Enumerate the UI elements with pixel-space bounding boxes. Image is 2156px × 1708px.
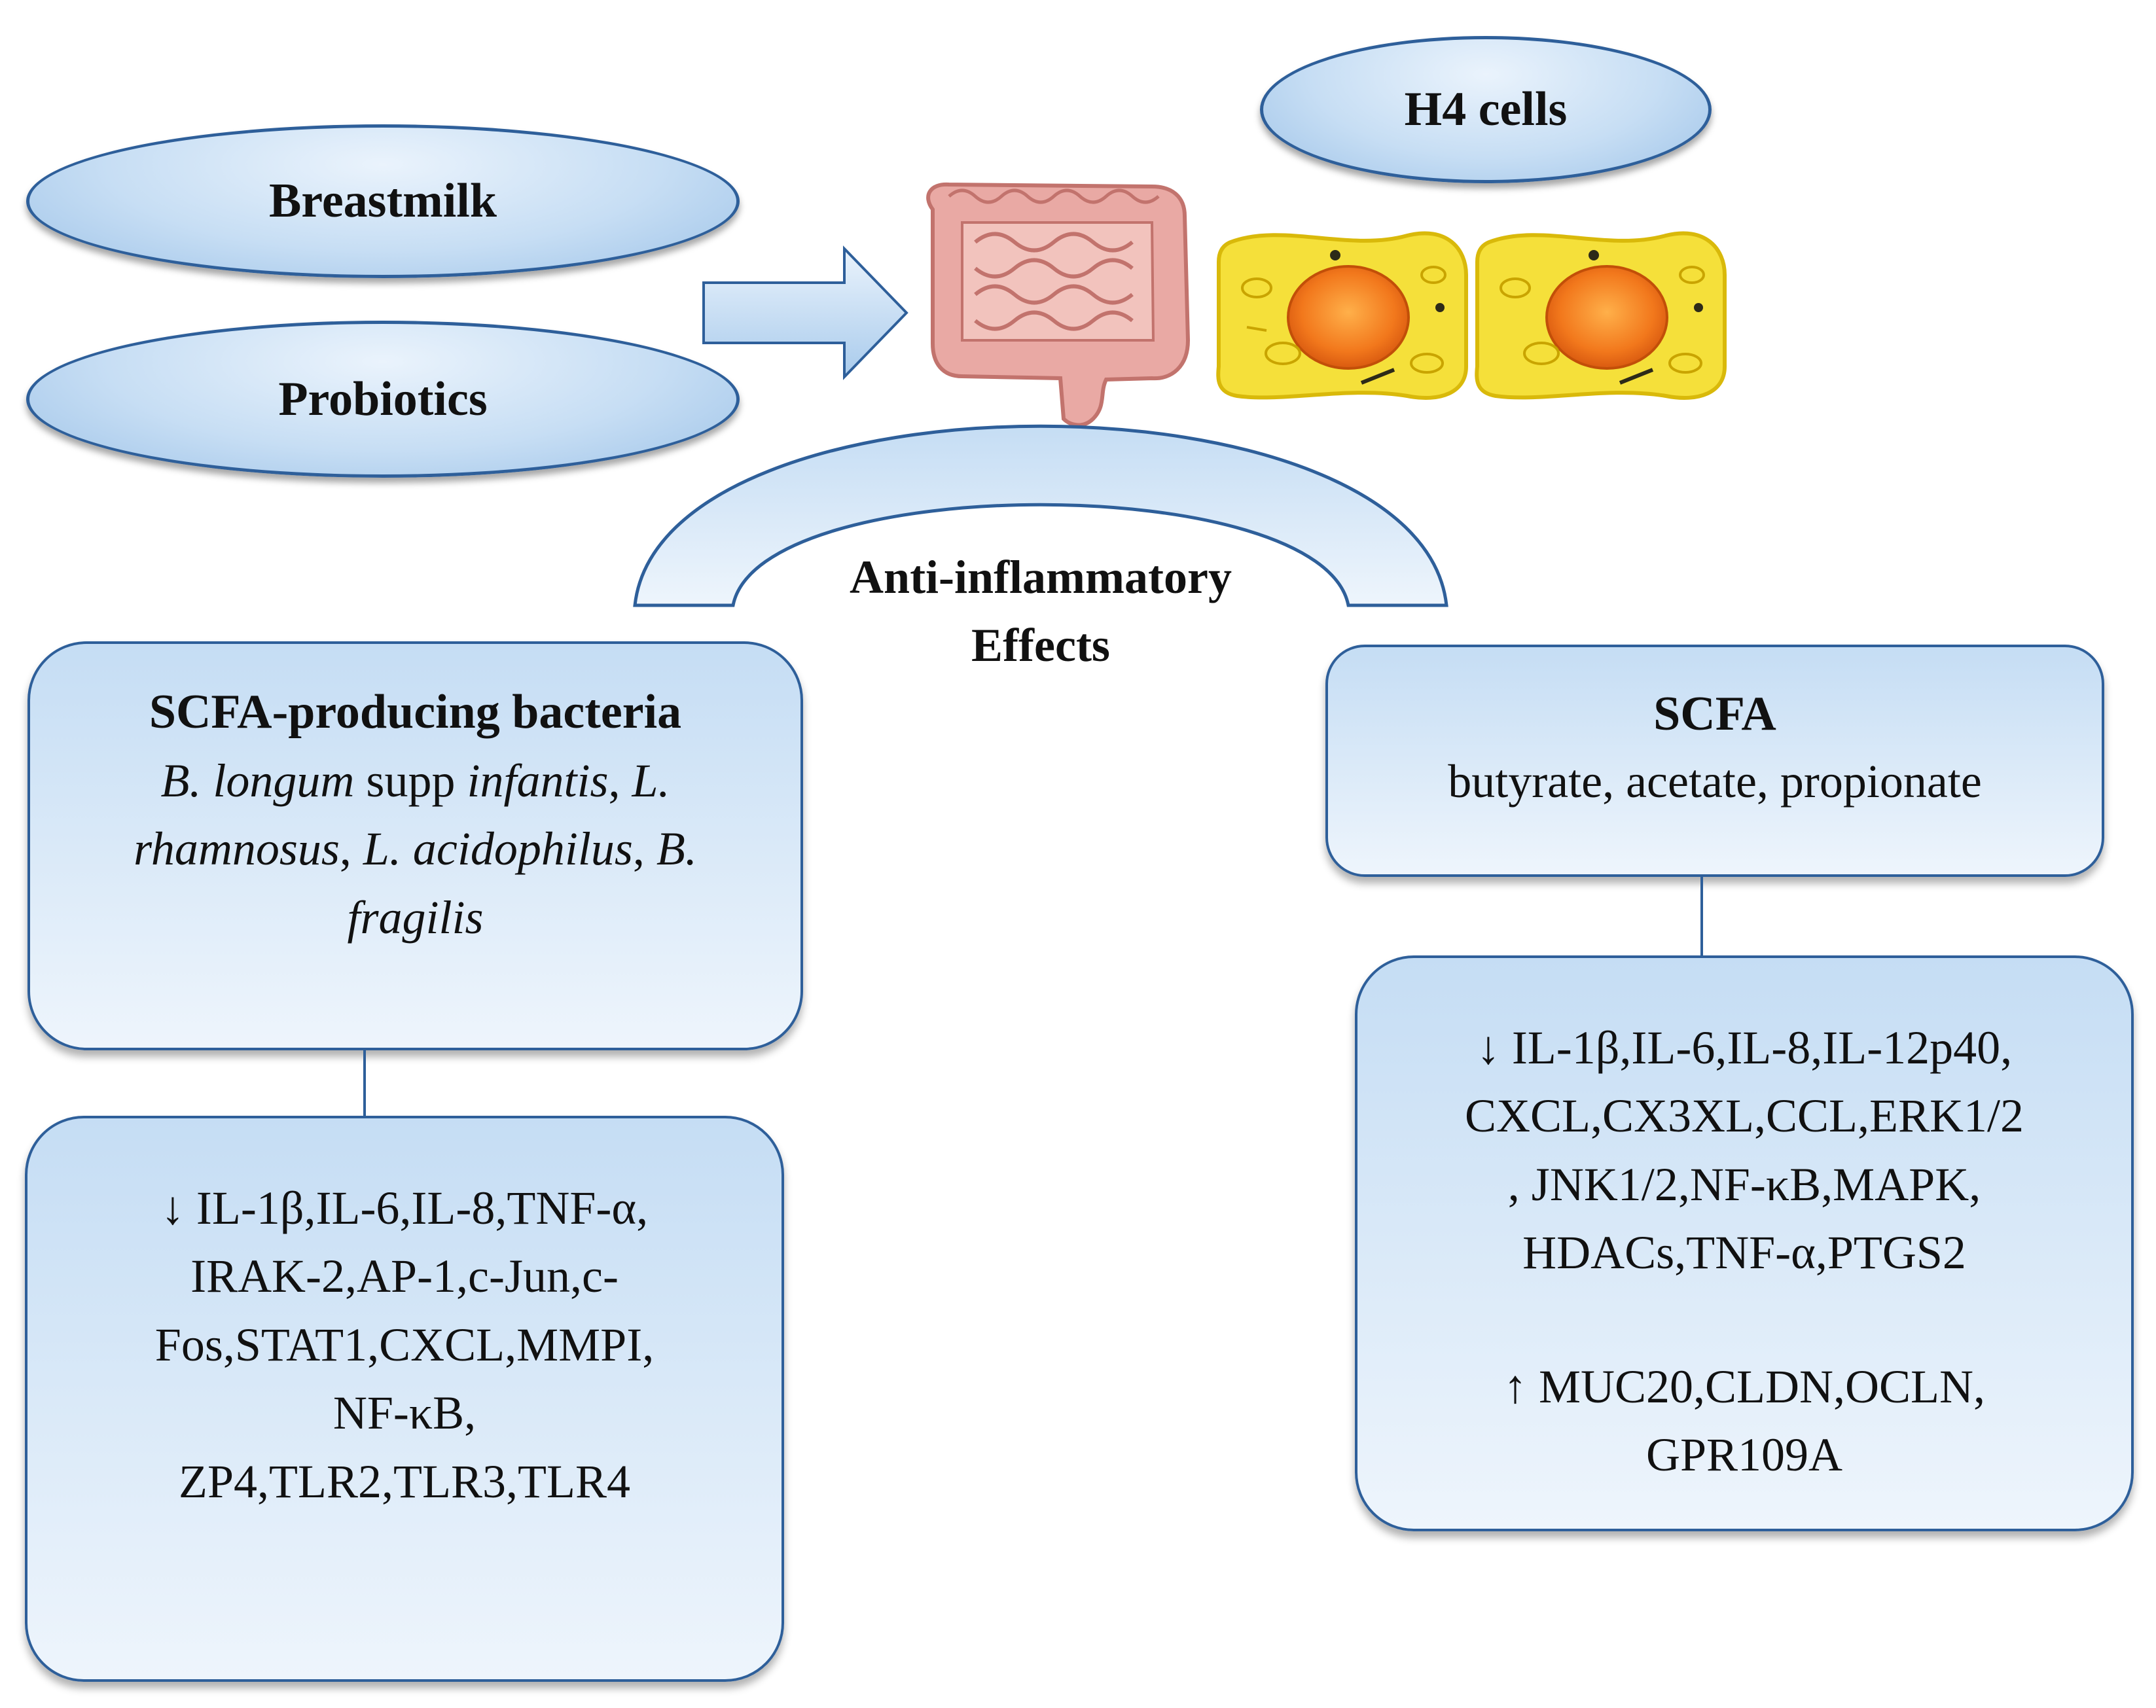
scfa-box: SCFA butyrate, acetate, propionate bbox=[1325, 645, 2104, 877]
scfa-title: SCFA bbox=[1653, 687, 1776, 741]
species-sep-1: , bbox=[608, 754, 632, 807]
species-l-acidophilus: L. acidophilus bbox=[363, 823, 633, 876]
probiotics-node: Probiotics bbox=[26, 321, 740, 478]
breastmilk-node: Breastmilk bbox=[26, 124, 740, 278]
intestine-icon bbox=[926, 182, 1191, 427]
species-sep-3: , bbox=[632, 823, 656, 876]
species-supp: supp bbox=[354, 754, 467, 807]
h4-cells-label: H4 cells bbox=[1404, 82, 1568, 136]
right-effects-spacer bbox=[1357, 1287, 2131, 1353]
left-effects-line1: ↓ IL-1β,IL-6,IL-8,TNF-α, bbox=[160, 1182, 649, 1234]
h4-cells-node: H4 cells bbox=[1260, 36, 1712, 183]
scfa-bacteria-species: B. longum supp infantis, L. rhamnosus, L… bbox=[56, 747, 774, 952]
anti-inflammatory-arc bbox=[633, 424, 1448, 607]
scfa-subtitle: butyrate, acetate, propionate bbox=[1448, 755, 1982, 808]
cell-icon-2 bbox=[1475, 231, 1727, 400]
cell-icon-1 bbox=[1216, 231, 1468, 400]
scfa-bacteria-title: SCFA-producing bacteria bbox=[149, 685, 682, 739]
scfa-bacteria-effects-box: ↓ IL-1β,IL-6,IL-8,TNF-α, IRAK-2,AP-1,c-J… bbox=[25, 1116, 784, 1682]
left-effects-line3: Fos,STAT1,CXCL,MMPI, bbox=[154, 1318, 655, 1371]
breastmilk-label: Breastmilk bbox=[268, 174, 497, 228]
left-connector-line bbox=[363, 1050, 366, 1116]
right-connector-line bbox=[1700, 877, 1703, 955]
right-effects-line2: CXCL,CX3XL,CCL,ERK1/2 bbox=[1464, 1090, 2024, 1143]
scfa-effects-box: ↓ IL-1β,IL-6,IL-8,IL-12p40, CXCL,CX3XL,C… bbox=[1355, 955, 2134, 1531]
arc-label-line2: Effects bbox=[971, 619, 1110, 672]
right-arrow-icon bbox=[702, 245, 908, 380]
illustration-layer bbox=[633, 182, 1727, 607]
right-effects-line4: HDACs,TNF-α,PTGS2 bbox=[1522, 1226, 1966, 1279]
right-effects-line1: ↓ IL-1β,IL-6,IL-8,IL-12p40, bbox=[1476, 1022, 2013, 1074]
species-sep-2: , bbox=[339, 823, 363, 876]
left-effects-line4: NF-κB, bbox=[332, 1387, 476, 1440]
left-effects-line2: IRAK-2,AP-1,c-Jun,c- bbox=[190, 1250, 619, 1303]
left-effects-line5: ZP4,TLR2,TLR3,TLR4 bbox=[179, 1455, 630, 1508]
right-effects-line5: ↑ MUC20,CLDN,OCLN, bbox=[1503, 1360, 1986, 1413]
species-l-rhamnosus: L. rhamnosus bbox=[134, 754, 670, 876]
anti-inflammatory-label: Anti-inflammatory Effects bbox=[779, 543, 1303, 680]
species-infantis: infantis bbox=[467, 754, 609, 807]
right-effects-line6: GPR109A bbox=[1645, 1428, 1843, 1481]
scfa-bacteria-box: SCFA-producing bacteria B. longum supp i… bbox=[27, 641, 803, 1050]
right-effects-line3: , JNK1/2,NF-κB,MAPK, bbox=[1507, 1158, 1981, 1211]
species-b-longum: B. longum bbox=[160, 754, 355, 807]
species-b-fragilis: B. fragilis bbox=[347, 823, 697, 944]
probiotics-label: Probiotics bbox=[278, 372, 488, 426]
arc-label-line1: Anti-inflammatory bbox=[850, 551, 1232, 603]
